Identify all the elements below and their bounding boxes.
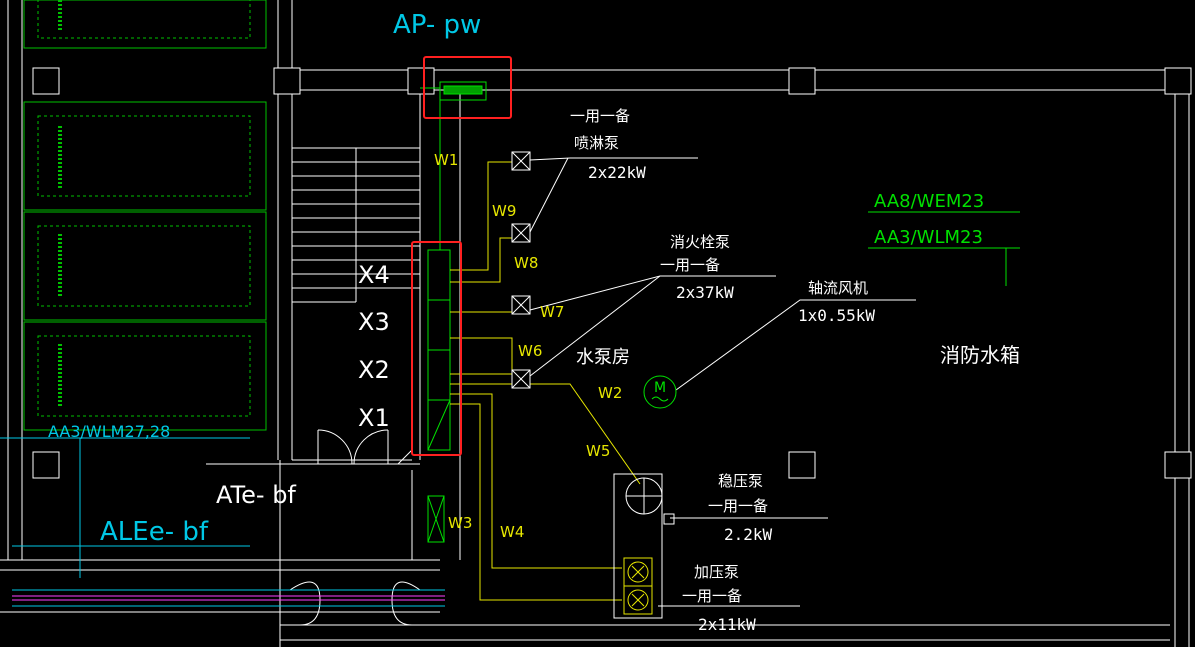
stabilizer-unit	[613, 473, 675, 619]
pump-symbols	[511, 151, 531, 389]
ap-pw-label: AP- pw	[393, 10, 481, 40]
circuit-w6: W6	[518, 342, 542, 360]
x4-label: X4	[358, 261, 390, 289]
leader-lines	[529, 157, 1020, 607]
booster-pumps	[623, 557, 653, 615]
aa8-wem23-label: AA8/WEM23	[874, 191, 984, 212]
w3-cabinet	[427, 495, 445, 543]
stairs	[292, 147, 420, 303]
booster-name: 加压泵	[694, 563, 739, 581]
sprinkler-mode: 一用一备	[570, 107, 630, 125]
x1-label: X1	[358, 404, 390, 432]
motor-icon: M	[643, 375, 677, 409]
motor-letter: M	[654, 380, 666, 396]
aa3-wlm23-label: AA3/WLM23	[874, 227, 983, 248]
hydrant-mode: 一用一备	[660, 256, 720, 274]
aa3-wlm27-label: AA3/WLM27,28	[48, 422, 170, 441]
distribution-board	[427, 100, 451, 451]
x2-label: X2	[358, 356, 390, 384]
circuit-w7: W7	[540, 303, 564, 321]
columns	[32, 67, 1192, 479]
sprinkler-name: 喷淋泵	[574, 134, 619, 152]
circuit-w3: W3	[448, 514, 472, 532]
circuit-w8: W8	[514, 254, 538, 272]
circuit-w2: W2	[598, 384, 622, 402]
fire-tank-label: 消防水箱	[940, 343, 1020, 367]
circuit-w5: W5	[586, 442, 610, 460]
hydrant-name: 消火栓泵	[670, 233, 730, 251]
stabilizer-name: 稳压泵	[718, 472, 763, 490]
feeder-lines	[450, 161, 641, 601]
circuit-w9: W9	[492, 202, 516, 220]
circuit-w4: W4	[500, 523, 524, 541]
circuit-w1: W1	[434, 151, 458, 169]
booster-mode: 一用一备	[682, 587, 742, 605]
highlight-boxes	[411, 56, 512, 456]
fan-power: 1x0.55kW	[798, 306, 875, 325]
sprinkler-power: 2x22kW	[588, 163, 646, 182]
left-panels	[23, 0, 267, 431]
hydrant-power: 2x37kW	[676, 283, 734, 302]
x3-label: X3	[358, 308, 390, 336]
pipes	[0, 437, 445, 607]
stabilizer-power: 2.2kW	[724, 525, 773, 544]
ate-bf-label: ATe- bf	[216, 481, 296, 509]
booster-power: 2x11kW	[698, 615, 756, 634]
pump-room-label: 水泵房	[576, 347, 630, 368]
stabilizer-mode: 一用一备	[708, 497, 768, 515]
alee-bf-label: ALEe- bf	[100, 517, 209, 547]
fan-name: 轴流风机	[808, 279, 868, 297]
